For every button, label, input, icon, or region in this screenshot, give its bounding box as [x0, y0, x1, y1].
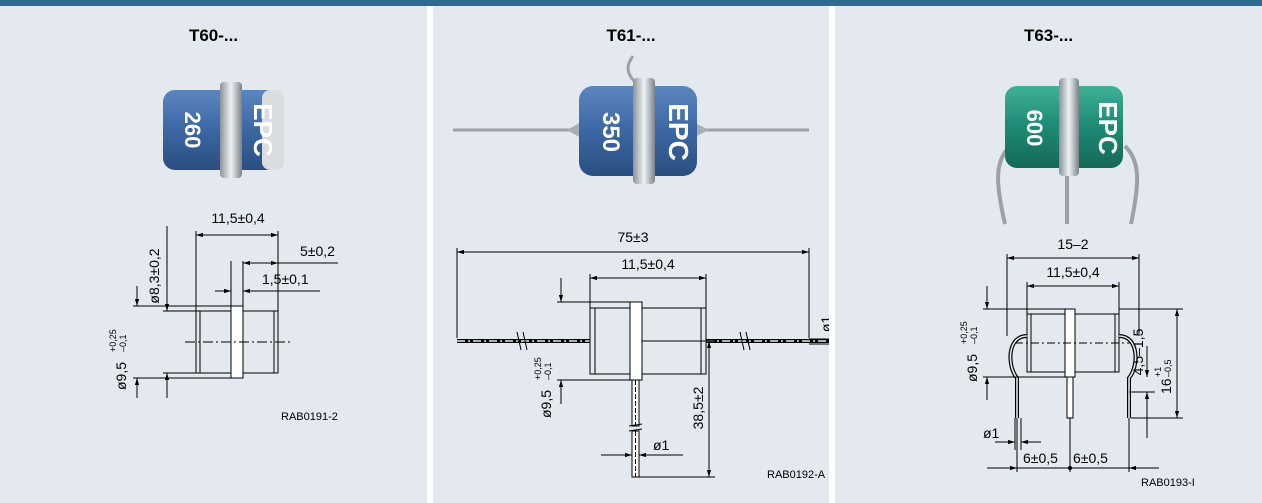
t61-length-label: 11,5±0,4 — [621, 256, 675, 272]
t60-cap-label: 5±0,2 — [300, 243, 335, 259]
svg-text:–0,5: –0,5 — [1163, 359, 1173, 377]
svg-text:ø9,5: ø9,5 — [964, 354, 980, 382]
t61-total-label: 75±3 — [617, 229, 648, 245]
svg-text:–0,1: –0,1 — [543, 362, 553, 380]
t63-outer-diam-label: ø9,5 +0,25 –0,1 — [959, 321, 980, 382]
t60-outer-diam-label: ø9,5 +0,25 –0,1 — [108, 329, 129, 390]
panel-title: T63-... — [1023, 26, 1074, 45]
t61-outer-diam-label: ø9,5 +0,25 –0,1 — [533, 357, 554, 418]
t61-brand-text: EPC — [663, 103, 694, 161]
t63-height-label: 16 +1 –0,5 — [1153, 359, 1174, 394]
t63-drawing-code: RAB0193-I — [1141, 477, 1195, 489]
t63-drawing — [983, 254, 1183, 472]
panel-t63: T63-... — [835, 6, 1262, 503]
t61-height-label: 38,5±2 — [690, 386, 706, 429]
svg-text:–0,1: –0,1 — [118, 334, 128, 352]
panel-t61: T61-... — [433, 6, 829, 503]
top-accent-bar — [0, 0, 1262, 6]
t60-length-label: 11,5±0,4 — [211, 210, 265, 226]
t63-length-label: 11,5±0,4 — [1046, 264, 1100, 280]
t63-pitch-right-label: 6±0,5 — [1073, 450, 1108, 466]
t63-voltage-text: 600 — [1022, 110, 1047, 147]
t60-photo: 260 EPC — [163, 82, 284, 178]
panel-title: T60-... — [188, 26, 239, 45]
t61-photo: 350 EPC — [453, 55, 809, 184]
panel-t60: T60-... — [0, 6, 427, 503]
t63-brand-text: EPC — [1093, 101, 1123, 155]
t60-inner-diam-label: ø8,3±0,2 — [146, 248, 162, 303]
t60-diagram: 260 EPC — [108, 82, 338, 423]
t60-voltage-text: 260 — [180, 112, 205, 149]
svg-text:ø9,5: ø9,5 — [538, 390, 554, 418]
t60-brand-text: EPC — [248, 103, 278, 157]
t63-diagram: 600 EPC — [959, 78, 1195, 489]
t63-photo: 600 EPC — [996, 78, 1140, 225]
svg-text:–0,1: –0,1 — [969, 326, 979, 344]
svg-text:+0,25: +0,25 — [959, 321, 969, 344]
svg-text:+1: +1 — [1153, 367, 1163, 377]
t61-voltage-text: 350 — [597, 112, 624, 152]
t61-drawing — [456, 248, 829, 478]
t61-diagram: 350 EPC — [453, 55, 829, 481]
t63-width-label: 15–2 — [1057, 236, 1088, 252]
t61-drawing-code: RAB0192-A — [767, 469, 826, 481]
t63-wire-diam-label: ø1 — [983, 425, 1000, 441]
t60-drawing-code: RAB0191-2 — [281, 411, 338, 423]
t63-pitch-left-label: 6±0,5 — [1023, 450, 1058, 466]
t61-wire-diam-label: ø1 — [818, 316, 829, 333]
svg-text:+0,25: +0,25 — [108, 329, 118, 352]
svg-text:+0,25: +0,25 — [533, 357, 543, 380]
svg-text:ø9,5: ø9,5 — [113, 362, 129, 390]
t61-stub-diam-label: ø1 — [653, 437, 670, 453]
t63-lead-gap-label: 4,5–1,5 — [1130, 328, 1146, 375]
t60-drawing — [133, 226, 338, 398]
t60-band-label: 1,5±0,1 — [262, 271, 309, 287]
panel-title: T61-... — [606, 26, 656, 45]
svg-text:16: 16 — [1158, 378, 1174, 394]
